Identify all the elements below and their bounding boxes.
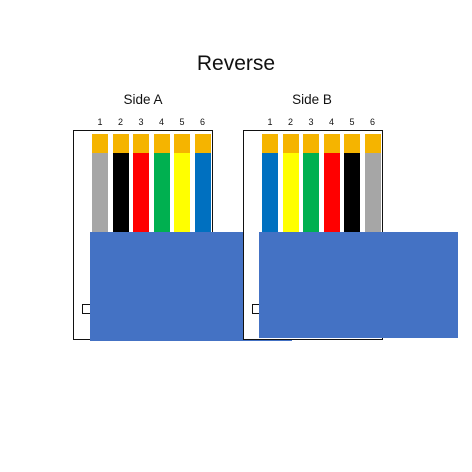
pin-number-4: 4 [328, 117, 334, 127]
side-a-label: Side A [123, 92, 163, 107]
side-b-connector: 1 2 3 4 5 6 [243, 112, 458, 432]
pin-contact-4 [153, 134, 170, 154]
pin-contact-4 [323, 134, 340, 154]
pin-contact-5 [174, 134, 190, 154]
pin-number-4: 4 [158, 117, 164, 127]
side-b-label: Side B [292, 92, 332, 107]
pin-number-6: 6 [199, 117, 205, 127]
pin-number-2: 2 [117, 117, 123, 127]
pin-number-5: 5 [349, 117, 355, 127]
pin-number-6: 6 [369, 117, 375, 127]
pin-contact-2 [112, 134, 129, 154]
pin-contact-5 [344, 134, 360, 154]
pin-number-1: 1 [267, 117, 273, 127]
pin-contact-6 [364, 134, 381, 154]
pin-number-3: 3 [308, 117, 314, 127]
pin-contact-6 [194, 134, 211, 154]
pin-contact-1 [92, 134, 108, 154]
cable-jacket [259, 232, 458, 338]
diagram-title: Reverse [196, 52, 276, 75]
pin-contact-3 [303, 134, 319, 154]
pin-contact-3 [133, 134, 149, 154]
pin-contact-1 [262, 134, 278, 154]
side-a-connector: 1 2 3 4 5 6 [73, 112, 292, 432]
pin-number-3: 3 [138, 117, 144, 127]
pin-contact-2 [282, 134, 299, 154]
pin-number-1: 1 [97, 117, 103, 127]
pin-number-2: 2 [287, 117, 293, 127]
pin-number-5: 5 [179, 117, 185, 127]
